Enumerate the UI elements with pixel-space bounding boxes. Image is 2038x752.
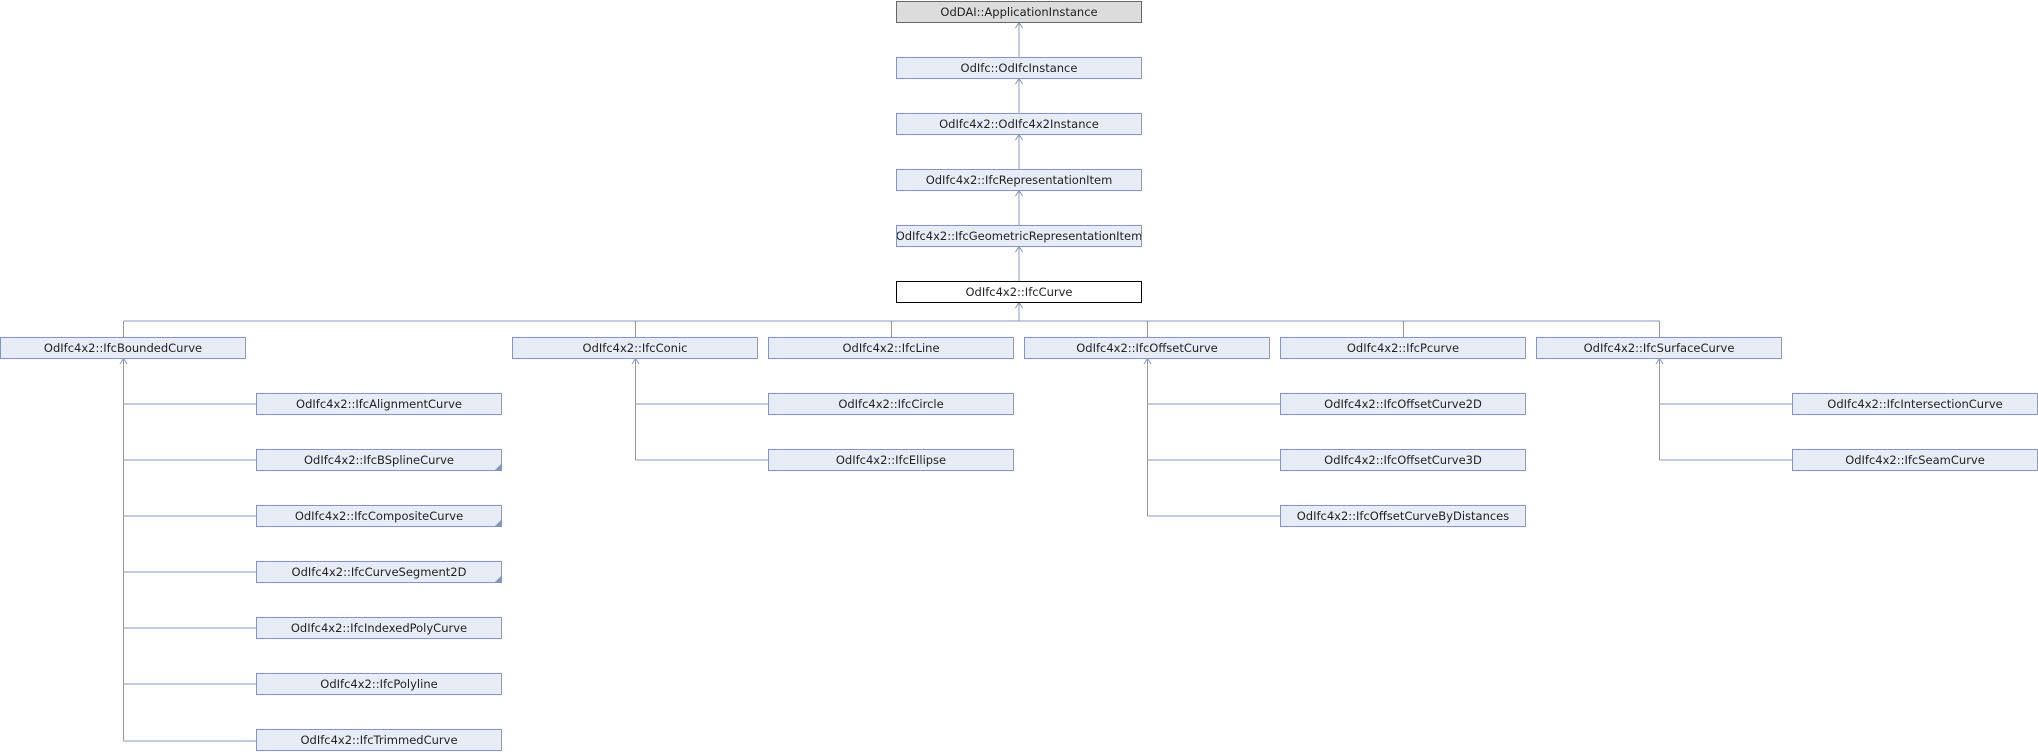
node-polyline[interactable]: OdIfc4x2::IfcPolyline: [256, 673, 502, 695]
node-intersection-curve[interactable]: OdIfc4x2::IfcIntersectionCurve: [1792, 393, 2038, 415]
node-composite-curve-label: OdIfc4x2::IfcCompositeCurve: [294, 509, 464, 523]
node-surface-curve[interactable]: OdIfc4x2::IfcSurfaceCurve: [1536, 337, 1782, 359]
node-seam-curve[interactable]: OdIfc4x2::IfcSeamCurve: [1792, 449, 2038, 471]
children-bus: [123, 320, 1660, 337]
offsetcurve-branches: [1147, 403, 1280, 517]
node-line[interactable]: OdIfc4x2::IfcLine: [768, 337, 1014, 359]
node-application-instance: OdDAI::ApplicationInstance: [896, 1, 1142, 23]
more-subclasses-marker: [495, 576, 501, 582]
node-offset-curve-2d[interactable]: OdIfc4x2::IfcOffsetCurve2D: [1280, 393, 1526, 415]
boundedcurve-branches: [123, 403, 256, 742]
node-geometric-representation-item[interactable]: OdIfc4x2::IfcGeometricRepresentationItem: [896, 225, 1142, 247]
node-conic[interactable]: OdIfc4x2::IfcConic: [512, 337, 758, 359]
node-indexed-poly-curve[interactable]: OdIfc4x2::IfcIndexedPolyCurve: [256, 617, 502, 639]
node-odifc4x2-instance[interactable]: OdIfc4x2::OdIfc4x2Instance: [896, 113, 1142, 135]
node-offset-curve[interactable]: OdIfc4x2::IfcOffsetCurve: [1024, 337, 1270, 359]
more-subclasses-marker: [495, 464, 501, 470]
node-circle[interactable]: OdIfc4x2::IfcCircle: [768, 393, 1014, 415]
node-composite-curve[interactable]: OdIfc4x2::IfcCompositeCurve: [256, 505, 502, 527]
more-subclasses-marker: [495, 520, 501, 526]
node-odifc-instance[interactable]: OdIfc::OdIfcInstance: [896, 57, 1142, 79]
node-curve-segment-2d[interactable]: OdIfc4x2::IfcCurveSegment2D: [256, 561, 502, 583]
node-offset-curve-3d[interactable]: OdIfc4x2::IfcOffsetCurve3D: [1280, 449, 1526, 471]
node-representation-item[interactable]: OdIfc4x2::IfcRepresentationItem: [896, 169, 1142, 191]
node-curve-segment-2d-label: OdIfc4x2::IfcCurveSegment2D: [291, 565, 467, 579]
node-bspline-curve-label: OdIfc4x2::IfcBSplineCurve: [303, 453, 455, 467]
node-offset-curve-by-distances[interactable]: OdIfc4x2::IfcOffsetCurveByDistances: [1280, 505, 1526, 527]
node-ifc-curve-current: OdIfc4x2::IfcCurve: [896, 281, 1142, 303]
node-trimmed-curve[interactable]: OdIfc4x2::IfcTrimmedCurve: [256, 729, 502, 751]
surfacecurve-branches: [1659, 403, 1792, 461]
node-alignment-curve[interactable]: OdIfc4x2::IfcAlignmentCurve: [256, 393, 502, 415]
node-ellipse[interactable]: OdIfc4x2::IfcEllipse: [768, 449, 1014, 471]
node-pcurve[interactable]: OdIfc4x2::IfcPcurve: [1280, 337, 1526, 359]
conic-branches: [635, 403, 768, 461]
node-bounded-curve[interactable]: OdIfc4x2::IfcBoundedCurve: [0, 337, 246, 359]
node-bspline-curve[interactable]: OdIfc4x2::IfcBSplineCurve: [256, 449, 502, 471]
